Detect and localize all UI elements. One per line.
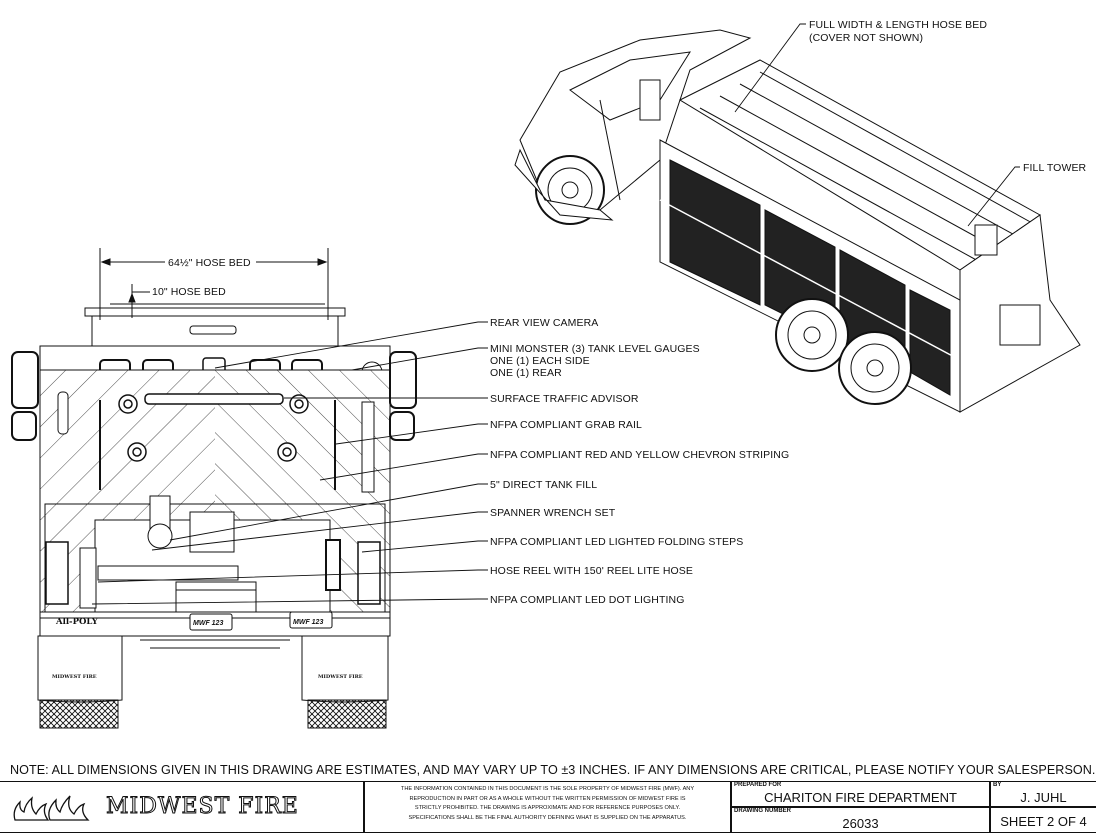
hose-bed-depth-dimension (128, 284, 150, 318)
prepared-for-label: PREPARED FOR (734, 782, 782, 788)
all-poly-label: All-POLY (55, 617, 99, 627)
isometric-leaders (734, 23, 1020, 227)
prepared-for-cell: PREPARED FOR CHARITON FIRE DEPARTMENT (731, 781, 990, 807)
hose-bed-width-label: 64½" HOSE BED (168, 257, 251, 269)
callout-folding-steps: NFPA COMPLIANT LED LIGHTED FOLDING STEPS (490, 536, 743, 548)
disclaimer-line-4: SPECIFICATIONS SHALL BE THE FINAL AUTHOR… (408, 814, 687, 821)
flame-logo-icon (13, 795, 90, 821)
isometric-truck (514, 29, 1081, 413)
disclaimer-line-3: STRICTLY PROHIBITED. THE DRAWING IS APPR… (414, 805, 681, 811)
drawing-number-label: DRAWING NUMBER (734, 808, 791, 814)
callout-tank-fill: 5" DIRECT TANK FILL (490, 479, 597, 491)
license-plate-left: MWF 123 (193, 620, 223, 627)
rear-view (11, 248, 417, 729)
callout-tank-gauges-side: ONE (1) EACH SIDE (490, 355, 590, 367)
sheet-cell: SHEET 2 OF 4 (990, 807, 1096, 833)
mudflap-logo-right: MIDWEST FIRE (318, 674, 363, 680)
title-block: MIDWEST FIRE THE INFORMATION CONTAINED I… (0, 781, 1096, 833)
drawing-number-cell: DRAWING NUMBER 26033 (731, 807, 990, 833)
full-hose-bed-note: (COVER NOT SHOWN) (809, 32, 923, 44)
fill-tower-label: FILL TOWER (1023, 162, 1087, 174)
callout-hose-reel: HOSE REEL WITH 150' REEL LITE HOSE (490, 565, 693, 577)
dimension-note: NOTE: ALL DIMENSIONS GIVEN IN THIS DRAWI… (10, 763, 1096, 777)
drawing-number-value: 26033 (842, 816, 879, 831)
disclaimer-line-1: THE INFORMATION CONTAINED IN THIS DOCUME… (400, 786, 695, 792)
disclaimer-line-2: REPRODUCTION IN PART OR AS A WHOLE WITHO… (409, 795, 686, 802)
callout-dot-lighting: NFPA COMPLIANT LED DOT LIGHTING (490, 594, 684, 606)
callout-spanner-set: SPANNER WRENCH SET (490, 507, 616, 519)
by-cell: BY J. JUHL (990, 781, 1096, 807)
company-logo-cell: MIDWEST FIRE (0, 781, 364, 833)
callout-rear-view-camera: REAR VIEW CAMERA (490, 317, 598, 329)
full-hose-bed-label: FULL WIDTH & LENGTH HOSE BED (809, 19, 987, 31)
sheet-number: SHEET 2 OF 4 (1000, 814, 1087, 829)
mudflap-logo-left: MIDWEST FIRE (52, 674, 97, 680)
by-label: BY (993, 782, 1002, 788)
callout-tank-gauges-rear: ONE (1) REAR (490, 367, 562, 379)
callout-grab-rail: NFPA COMPLIANT GRAB RAIL (490, 419, 642, 431)
prepared-for-value: CHARITON FIRE DEPARTMENT (764, 790, 957, 805)
callout-chevron-striping: NFPA COMPLIANT RED AND YELLOW CHEVRON ST… (490, 449, 789, 461)
callout-traffic-advisor: SURFACE TRAFFIC ADVISOR (490, 393, 639, 405)
rear-leaders (91, 321, 488, 605)
disclaimer-cell: THE INFORMATION CONTAINED IN THIS DOCUME… (364, 781, 731, 833)
hose-bed-depth-label: 10" HOSE BED (152, 286, 226, 298)
drawing-canvas: All-POLY MWF 123 MWF 123 MIDWEST FIRE MI… (11, 19, 1087, 729)
by-value: J. JUHL (1020, 790, 1067, 805)
license-plate-right: MWF 123 (293, 619, 323, 626)
callout-tank-gauges: MINI MONSTER (3) TANK LEVEL GAUGES (490, 343, 700, 355)
company-name: MIDWEST FIRE (106, 794, 299, 820)
